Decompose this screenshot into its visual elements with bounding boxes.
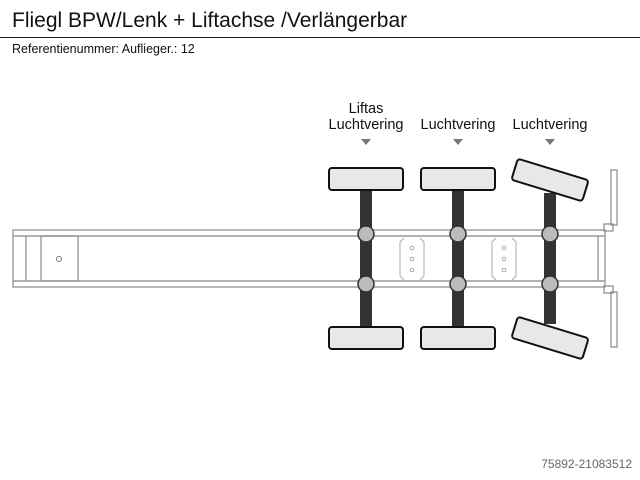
axle-3-wheel-top — [511, 158, 589, 202]
listing-id: 75892-21083512 — [541, 457, 632, 471]
axle-3-arrow-icon — [545, 139, 555, 145]
axle-2-arrow-icon — [453, 139, 463, 145]
axle-3-hub-bottom — [541, 275, 559, 293]
title-divider — [0, 37, 640, 38]
axle-3-steering — [511, 158, 589, 360]
page-title: Fliegl BPW/Lenk + Liftachse /Verlängerba… — [12, 9, 408, 32]
axle-2-hub-bottom — [449, 275, 467, 293]
axle-1-hub-top — [357, 225, 375, 243]
axle-label-1-line2: Luchtvering — [328, 117, 404, 133]
axle-1-wheel-bottom — [328, 326, 404, 350]
axle-1-arrow-icon — [361, 139, 371, 145]
rear-bumper — [603, 169, 618, 348]
axle-2-wheel-top — [420, 167, 496, 191]
axle-label-3-line2: Luchtvering — [512, 117, 588, 133]
axle-1-wheel-top — [328, 167, 404, 191]
axle-2-hub-top — [449, 225, 467, 243]
axle-1-lift — [328, 167, 404, 350]
axle-2-fixed — [420, 167, 496, 350]
axle-2-wheel-bottom — [420, 326, 496, 350]
axle-label-2: Luchtvering — [418, 117, 498, 133]
axle-3-hub-top — [541, 225, 559, 243]
axle-label-1-line1: Liftas — [348, 101, 384, 117]
reference-number: Referentienummer: Auflieger.: 12 — [12, 42, 195, 56]
cross-members — [399, 237, 517, 281]
axle-3-wheel-bottom — [511, 316, 589, 360]
axle-label-3: Luchtvering — [510, 117, 590, 133]
axle-label-2-line2: Luchtvering — [420, 117, 496, 133]
kingpin-icon — [56, 256, 62, 262]
axle-label-1: Liftas Luchtvering — [326, 101, 406, 133]
chassis-frame — [12, 229, 606, 288]
axle-1-hub-bottom — [357, 275, 375, 293]
